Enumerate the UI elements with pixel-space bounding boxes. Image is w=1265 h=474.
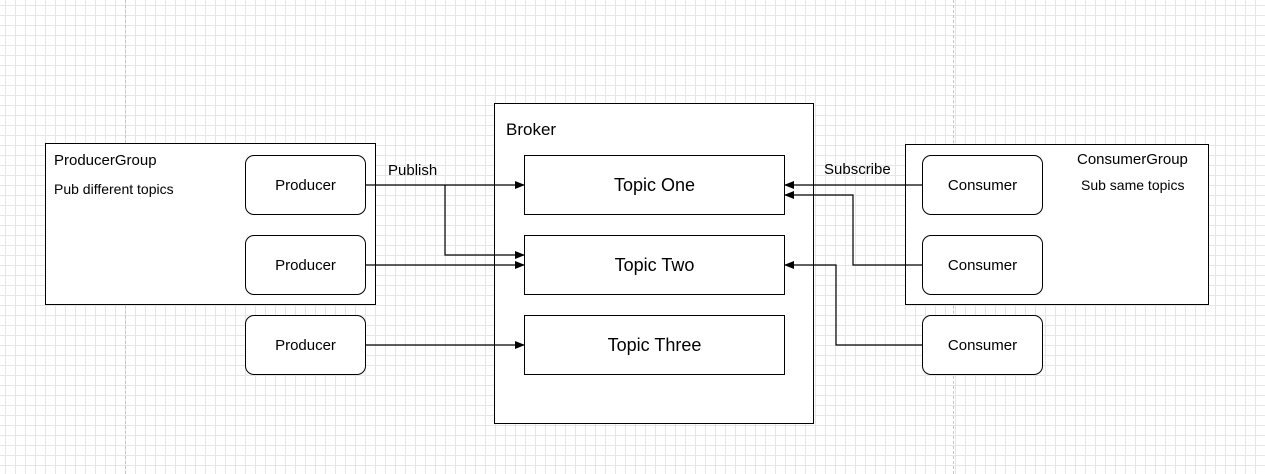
publish-label: Publish (388, 162, 438, 179)
consumer-node-3[interactable]: Consumer (922, 315, 1043, 375)
producer-node-2[interactable]: Producer (245, 235, 366, 295)
topic-three-node[interactable]: Topic Three (524, 315, 785, 375)
consumer-node-1[interactable]: Consumer (922, 155, 1043, 215)
producer-group-title: ProducerGroup (54, 152, 157, 169)
consumer-node-2[interactable]: Consumer (922, 235, 1043, 295)
producer-node-1[interactable]: Producer (245, 155, 366, 215)
publish-edge-producer1-topic-two[interactable] (444, 185, 525, 259)
producer-group-subtitle: Pub different topics (54, 181, 174, 197)
topic-one-node[interactable]: Topic One (524, 155, 785, 215)
topic-two-node[interactable]: Topic Two (524, 235, 785, 295)
subscribe-edge-consumer3-topic-two[interactable] (784, 261, 922, 346)
producer-node-3[interactable]: Producer (245, 315, 366, 375)
subscribe-edge-consumer2-topic-one[interactable] (784, 191, 922, 266)
subscribe-label: Subscribe (824, 161, 891, 178)
consumer-group-subtitle: Sub same topics (1081, 177, 1185, 193)
consumer-group-title: ConsumerGroup (1077, 151, 1188, 168)
broker-title: Broker (506, 120, 557, 139)
